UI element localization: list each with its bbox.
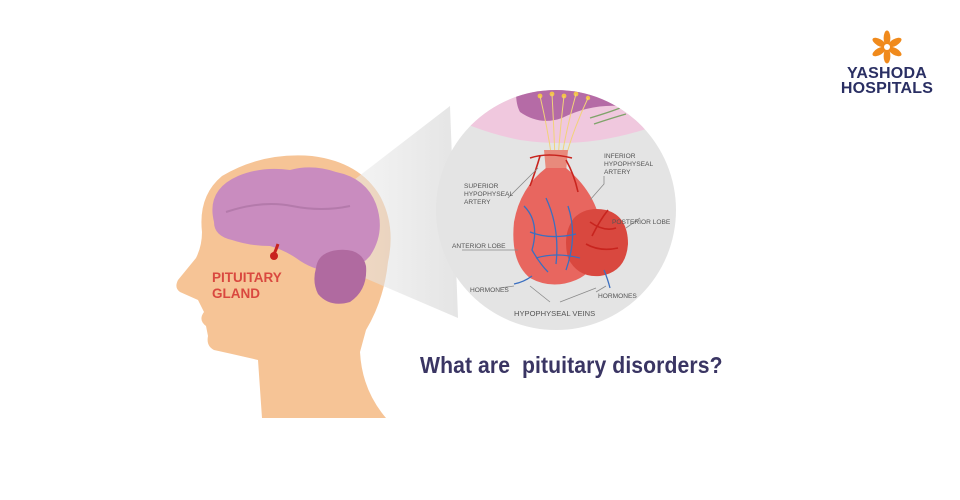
page-headline: What are pituitary disorders? [420, 352, 723, 378]
label-hypophyseal-veins: HYPOPHYSEAL VEINS [514, 309, 595, 318]
label-hormones-left: HORMONES [470, 287, 509, 294]
head-label-line2: GLAND [212, 286, 260, 301]
vein-network [513, 197, 611, 289]
brand-logo: YASHODA HOSPITALS [828, 30, 946, 97]
label-inferior-1: INFERIOR [604, 153, 636, 160]
brain-fold [225, 203, 351, 213]
head-label-line1: PITUITARY [212, 270, 282, 285]
label-inferior-3: ARTERY [604, 169, 631, 176]
cerebellum [314, 249, 367, 304]
brand-name-line1: YASHODA [847, 65, 927, 82]
brand-name-line2: HOSPITALS [840, 80, 934, 97]
lotus-logo-icon [872, 30, 902, 64]
label-inferior-2: HYPOPHYSEAL [604, 161, 653, 168]
label-superior-3: ARTERY [464, 199, 491, 206]
magnified-labels: SUPERIOR HYPOPHYSEAL ARTERY INFERIOR HYP… [452, 153, 671, 318]
posterior-fibers [589, 107, 627, 125]
posterior-lobe [566, 209, 628, 277]
leader-lines [462, 167, 641, 303]
hypothalamus [440, 90, 676, 121]
label-hormones-right: HORMONES [598, 293, 637, 300]
label-anterior-lobe: ANTERIOR LOBE [452, 243, 506, 250]
brain [212, 167, 380, 272]
label-superior-1: SUPERIOR [464, 183, 499, 190]
pituitary-gland-dot [270, 252, 278, 260]
label-superior-2: HYPOPHYSEAL [464, 191, 513, 198]
label-posterior-lobe: POSTERIOR LOBE [612, 219, 671, 226]
